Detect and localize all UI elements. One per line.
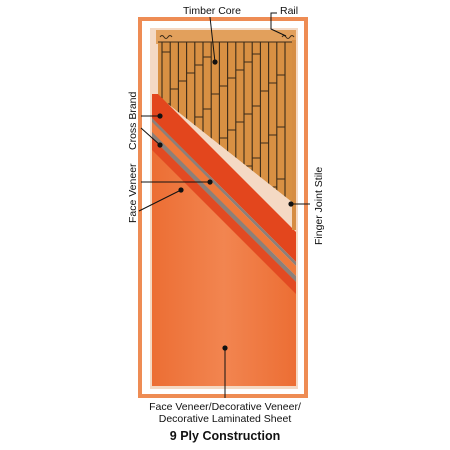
cross-brand-dot-1	[157, 113, 163, 119]
cross-brand-dot-2	[157, 142, 163, 148]
rail-leader	[270, 12, 287, 37]
label-timber-core: Timber Core	[183, 5, 241, 17]
rail-wave-left	[159, 35, 173, 39]
face-veneer-leader-2	[138, 189, 182, 212]
timber-core-leader	[209, 16, 216, 63]
bottom-dot	[222, 345, 228, 351]
label-rail: Rail	[280, 5, 298, 17]
cross-band-middle	[152, 122, 296, 276]
cross-band-upper	[152, 94, 296, 262]
timber-core-dot	[212, 59, 218, 65]
finger-joint-dot	[288, 201, 294, 207]
label-face-veneer: Face Veneer	[127, 163, 139, 223]
label-cross-brand: Cross Brand	[127, 91, 139, 150]
label-bottom-line2: Decorative Laminated Sheet	[159, 413, 292, 425]
face-veneer-dot-2	[178, 187, 184, 193]
cross-band-lower	[152, 138, 296, 294]
finger-joint-stile	[292, 40, 296, 230]
label-finger-joint-stile: Finger Joint Stile	[313, 167, 325, 245]
timber-core-rail	[156, 30, 296, 44]
cross-band-gray-2	[152, 132, 296, 282]
label-bottom-line1: Face Veneer/Decorative Veneer/	[149, 401, 301, 413]
diagram-caption: 9 Ply Construction	[170, 429, 280, 443]
cross-brand-leader-2	[140, 127, 161, 146]
face-veneer-dot-1	[207, 179, 213, 185]
cross-band-gray-1	[152, 118, 296, 266]
